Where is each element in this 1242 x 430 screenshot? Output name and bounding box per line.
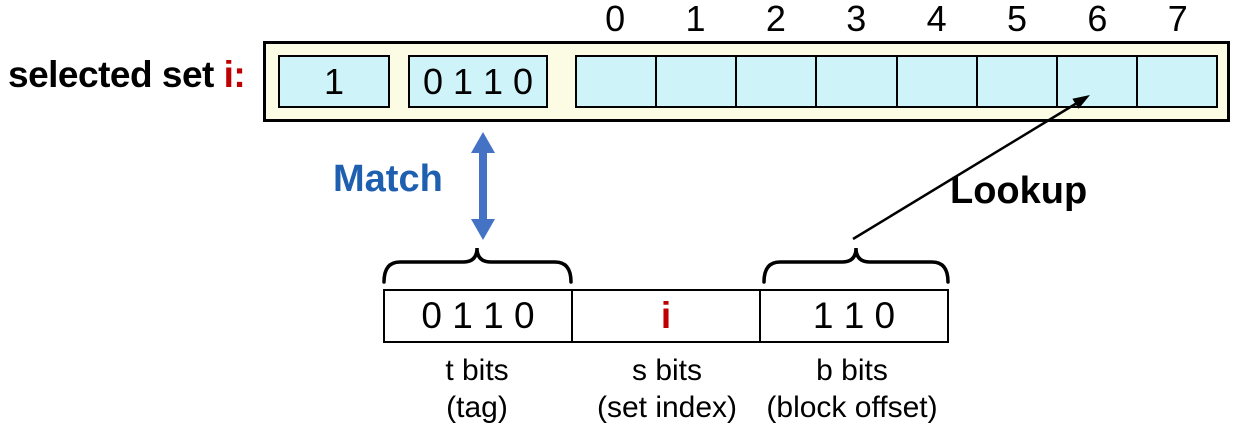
- block-offset-numbers: 0 1 2 3 4 5 6 7: [575, 0, 1218, 38]
- tag-brace: [382, 247, 573, 284]
- block-offset-number: 1: [685, 0, 706, 39]
- block-byte-cell-6: [1057, 57, 1138, 106]
- block-offset-number: 7: [1167, 0, 1188, 39]
- t-bits-label: t bits (tag): [377, 352, 577, 426]
- block-byte-cell-4: [897, 57, 978, 106]
- b-bits-name: b bits: [816, 354, 888, 387]
- block-byte-cell-3: [817, 57, 898, 106]
- block-byte-cell-0: [577, 57, 658, 106]
- block-offset-number: 0: [605, 0, 626, 39]
- block-byte-cell-1: [657, 57, 738, 106]
- s-bits-name: s bits: [631, 354, 703, 387]
- block-byte-cell-5: [977, 57, 1058, 106]
- match-arrow-icon: [471, 132, 495, 240]
- address-block-offset-field: 1 1 0: [812, 295, 896, 336]
- t-bits-desc: (tag): [446, 391, 508, 424]
- selected-set-label-text: selected set: [8, 54, 224, 95]
- cache-block: [575, 55, 1218, 108]
- cache-set-box: 1 0 1 1 0: [263, 41, 1230, 122]
- match-label: Match: [333, 158, 443, 200]
- address-set-index-field: i: [573, 291, 761, 341]
- selected-set-index: i:: [223, 54, 246, 95]
- b-bits-desc: (block offset): [766, 391, 938, 424]
- address-tag-field: 0 1 1 0: [385, 291, 573, 341]
- block-byte-cell-7: [1137, 57, 1216, 106]
- tag-cell: 0 1 1 0: [408, 55, 548, 108]
- address-box: 0 1 1 0 i 1 1 0: [383, 289, 949, 343]
- selected-set-label: selected set i:: [8, 54, 246, 96]
- block-offset-number: 3: [846, 0, 867, 39]
- block-offset-number: 6: [1087, 0, 1108, 39]
- block-offset-number: 4: [926, 0, 947, 39]
- valid-bit-cell: 1: [278, 55, 390, 108]
- block-offset-brace: [762, 247, 950, 284]
- block-byte-cell-2: [737, 57, 818, 106]
- s-bits-desc: (set index): [596, 391, 738, 424]
- block-offset-number: 2: [765, 0, 786, 39]
- s-bits-label: s bits (set index): [567, 352, 767, 426]
- block-offset-number: 5: [1007, 0, 1028, 39]
- t-bits-name: t bits: [445, 354, 509, 387]
- lookup-label: Lookup: [950, 170, 1088, 212]
- b-bits-label: b bits (block offset): [732, 352, 972, 426]
